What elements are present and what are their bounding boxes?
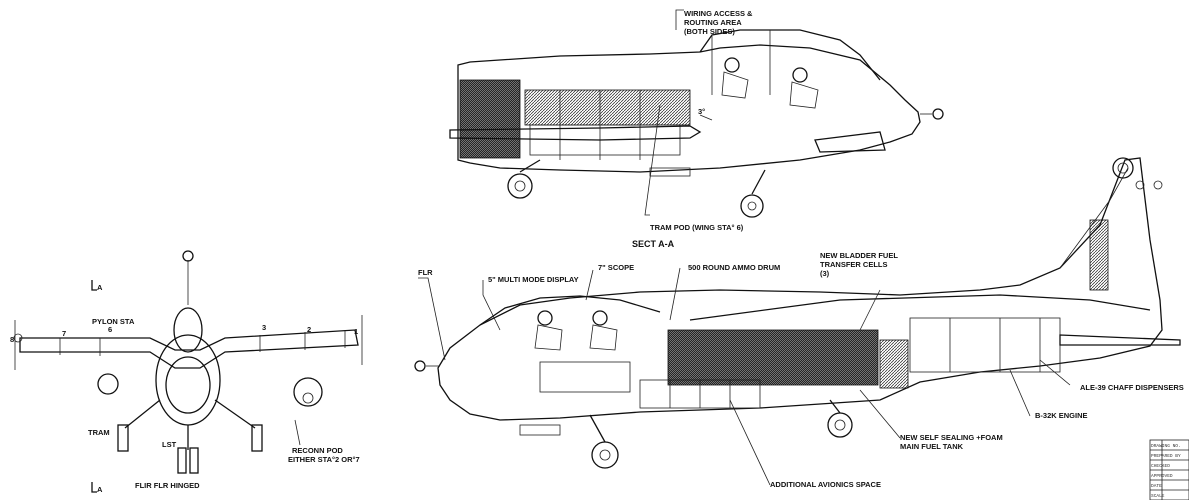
label-ammo-drum: 500 ROUND AMMO DRUM: [688, 263, 780, 272]
front-wings: [19, 329, 359, 369]
label-reconn-2: EITHER STA°2 OR°7: [288, 455, 360, 464]
title-row-0: DRAWING NO.: [1151, 443, 1181, 449]
side-tail-hatch: [1089, 219, 1109, 291]
pilot-rear-head: [792, 67, 808, 83]
front-main-wheel-left: [117, 424, 129, 452]
label-lst: LST: [162, 440, 177, 449]
label-fuel-tank-1: NEW SELF SEALING +FOAM: [900, 433, 1003, 442]
title-row-4: DATE: [1151, 483, 1162, 489]
label-chaff: ALE-39 CHAFF DISPENSERS: [1080, 383, 1184, 392]
label-three-degrees: 3°: [698, 107, 705, 116]
label-pylon-2: 2: [307, 325, 311, 334]
side-view: FLR 5" MULTI MODE DISPLAY 7" SCOPE 500 R…: [414, 157, 1184, 489]
label-routing-area: ROUTING AREA: [684, 18, 742, 27]
side-wing-line: [689, 294, 1151, 321]
label-pylon-8: 8: [10, 335, 14, 344]
front-nose-wheel-right: [189, 447, 199, 474]
sect-aa-hatched-bay: [459, 79, 521, 159]
side-engine-section: [909, 317, 1061, 373]
title-block: DRAWING NO. PREPARED BY CHECKED APPROVED…: [1149, 439, 1189, 500]
side-main-wheel: [827, 412, 853, 438]
side-nose-wheel: [591, 441, 619, 469]
sect-aa-equipment-bay: [524, 89, 691, 126]
side-tailplane: [1059, 334, 1181, 346]
front-top-marker: [182, 250, 194, 262]
front-view: A A PYLON STA 6 7 3 2 1 8 TRAM LST RECON…: [10, 250, 363, 494]
title-row-2: CHECKED: [1151, 463, 1170, 469]
section-aa-view: WIRING ACCESS & ROUTING AREA (BOTH SIDES…: [449, 9, 944, 249]
label-sect-aa: SECT A-A: [632, 239, 675, 249]
label-pylon-7: 7: [62, 329, 66, 338]
label-avionics: ADDITIONAL AVIONICS SPACE: [770, 480, 881, 489]
pilot-front-head: [724, 57, 740, 73]
sect-aa-nose-wheel: [740, 194, 764, 218]
side-fuel-cell: [879, 339, 909, 389]
label-bladder-1: NEW BLADDER FUEL: [820, 251, 898, 260]
label-wiring-access: WIRING ACCESS &: [684, 9, 753, 18]
side-canopy: [479, 295, 661, 326]
front-tram-pod: [97, 373, 119, 395]
label-pylon-sta: PYLON STA: [92, 317, 135, 326]
label-section-a-bottom: A: [97, 485, 103, 494]
front-canopy: [173, 307, 203, 353]
tail-roundel: [1112, 157, 1134, 179]
front-main-wheel-right: [251, 424, 263, 452]
title-row-5: SCALE: [1151, 493, 1165, 499]
label-tram-pod: TRAM POD (WING STA° 6): [650, 223, 744, 232]
label-bladder-3: (3): [820, 269, 830, 278]
label-front-note: FLIR FLR HINGED: [135, 481, 200, 490]
sect-aa-main-wheel: [507, 173, 533, 199]
label-pylon-6: 6: [108, 325, 112, 334]
front-nose-wheel-left: [177, 447, 187, 474]
label-reconn-1: RECONN POD: [292, 446, 343, 455]
label-scope: 7" SCOPE: [598, 263, 634, 272]
front-intake: [165, 356, 211, 414]
front-fuselage: [155, 334, 221, 426]
title-row-1: PREPARED BY: [1151, 453, 1181, 459]
sect-aa-canopy: [699, 29, 881, 81]
label-fuel-tank-2: MAIN FUEL TANK: [900, 442, 964, 451]
label-multi-mode-display: 5" MULTI MODE DISPLAY: [488, 275, 579, 284]
side-nose-marker: [414, 360, 426, 372]
title-row-3: APPROVED: [1151, 473, 1173, 479]
sect-aa-fuselage: [457, 44, 921, 173]
label-engine: B-32K ENGINE: [1035, 411, 1088, 420]
label-section-a-top: A: [97, 283, 103, 292]
label-bladder-2: TRANSFER CELLS: [820, 260, 888, 269]
label-pylon-1: 1: [354, 327, 358, 336]
sect-aa-nose-marker: [932, 108, 944, 120]
side-pilot-rear-head: [592, 310, 608, 326]
sect-aa-pod-tube: [449, 125, 702, 141]
label-tram: TRAM: [88, 428, 110, 437]
label-pylon-3: 3: [262, 323, 266, 332]
side-pilot-front-head: [537, 310, 553, 326]
side-fuselage: [437, 157, 1163, 421]
front-reconn-pod: [293, 377, 323, 407]
label-flr: FLR: [418, 268, 433, 277]
side-fuel-bay: [667, 329, 879, 386]
label-both-sides: (BOTH SIDES): [684, 27, 735, 36]
sect-aa-intake: [814, 131, 886, 153]
